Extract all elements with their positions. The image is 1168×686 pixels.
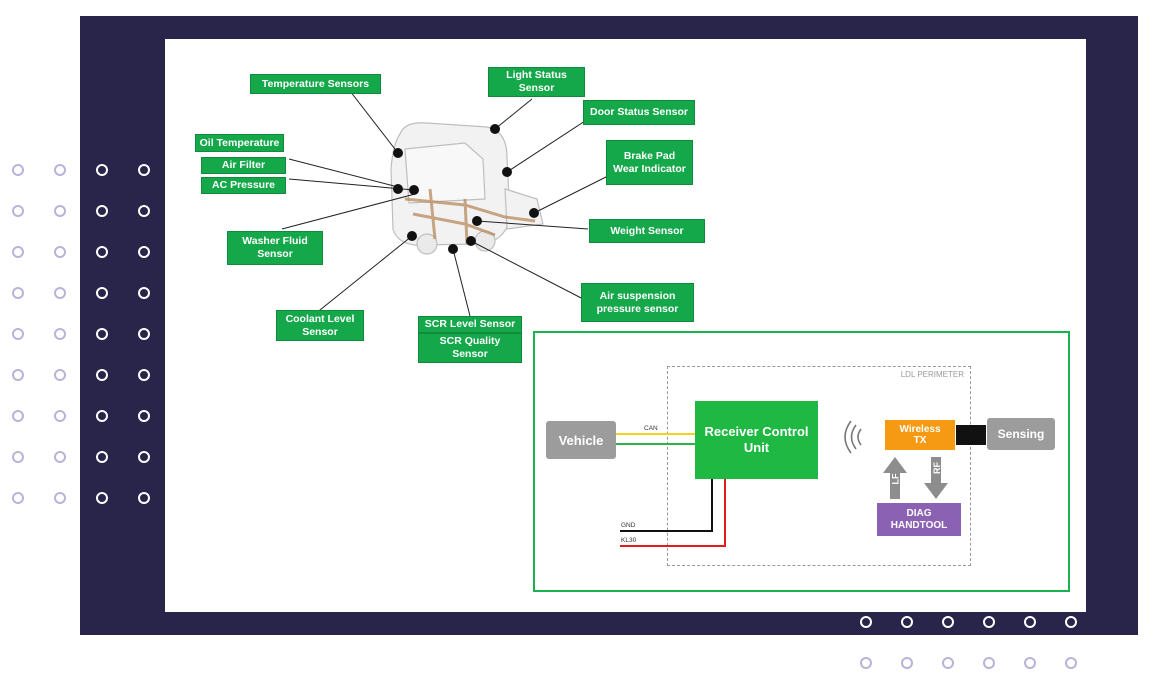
decorative-dot <box>96 328 108 340</box>
decorative-dot <box>138 164 150 176</box>
perimeter-label: LDL PERIMETER <box>900 370 964 379</box>
decorative-dot <box>96 205 108 217</box>
slide-content: Temperature Sensors Light Status Sensor … <box>165 39 1086 612</box>
ldl-perimeter: LDL PERIMETER <box>667 366 971 566</box>
decorative-dot <box>96 246 108 258</box>
diag-handtool: DIAG HANDTOOL <box>877 503 961 536</box>
truck-chassis-icon <box>404 188 536 245</box>
decorative-dot <box>54 246 66 258</box>
decorative-dot <box>12 287 24 299</box>
decorative-dot <box>983 657 995 669</box>
decorative-dot <box>138 246 150 258</box>
decorative-dot <box>96 369 108 381</box>
rf-label: RF <box>932 462 942 474</box>
sensor-points <box>393 124 539 254</box>
vehicle-box: Vehicle <box>546 421 616 459</box>
decorative-dot <box>96 287 108 299</box>
decorative-dot <box>138 369 150 381</box>
label-door-status: Door Status Sensor <box>583 100 695 125</box>
kl30-label: KL30 <box>621 537 637 544</box>
decorative-dot <box>138 451 150 463</box>
decorative-dot <box>54 164 66 176</box>
decorative-dot <box>1065 616 1077 628</box>
decorative-dot <box>860 657 872 669</box>
label-temperature-sensors: Temperature Sensors <box>250 74 381 94</box>
sensing-box: Sensing <box>987 418 1055 450</box>
decorative-dot <box>54 287 66 299</box>
decorative-dot <box>54 410 66 422</box>
label-scr-level: SCR Level Sensor <box>418 316 522 333</box>
decorative-dot <box>12 328 24 340</box>
decorative-dot <box>901 616 913 628</box>
truck-illustration <box>281 90 611 317</box>
wireless-tx: Wireless TX <box>885 420 955 450</box>
decorative-dot <box>12 369 24 381</box>
connector-block <box>956 425 986 445</box>
decorative-dot <box>12 451 24 463</box>
label-scr-quality: SCR Quality Sensor <box>418 333 522 363</box>
ldl-block-diagram: LDL PERIMETER Vehicle CAN Receiver Contr… <box>533 331 1070 592</box>
decorative-dot <box>942 657 954 669</box>
label-light-status: Light Status Sensor <box>488 67 585 97</box>
decorative-dot <box>54 451 66 463</box>
decorative-dot <box>54 369 66 381</box>
decorative-dot <box>1065 657 1077 669</box>
label-weight-sensor: Weight Sensor <box>589 219 705 243</box>
decorative-dot <box>138 205 150 217</box>
label-oil-temperature: Oil Temperature <box>195 134 284 152</box>
lf-arrow-icon <box>883 457 907 499</box>
decorative-dot <box>96 492 108 504</box>
decorative-dot <box>138 287 150 299</box>
decorative-dot <box>54 328 66 340</box>
decorative-dot <box>138 328 150 340</box>
label-air-filter: Air Filter <box>201 157 286 174</box>
decorative-dot <box>1024 657 1036 669</box>
label-washer-fluid: Washer Fluid Sensor <box>227 231 323 265</box>
receiver-control-unit: Receiver Control Unit <box>695 401 818 479</box>
decorative-dot <box>54 492 66 504</box>
label-ac-pressure: AC Pressure <box>201 177 286 194</box>
decorative-dot <box>1024 616 1036 628</box>
decorative-dot <box>96 164 108 176</box>
decorative-dot <box>54 205 66 217</box>
rf-arrow-icon <box>924 457 948 499</box>
decorative-dot <box>12 205 24 217</box>
decorative-dot <box>942 616 954 628</box>
decorative-dot <box>138 410 150 422</box>
decorative-dot <box>860 616 872 628</box>
decorative-dot <box>96 451 108 463</box>
decorative-dot <box>138 492 150 504</box>
label-air-suspension: Air suspension pressure sensor <box>581 283 694 322</box>
decorative-dot <box>901 657 913 669</box>
decorative-dot <box>983 616 995 628</box>
label-coolant-level: Coolant Level Sensor <box>276 310 364 341</box>
can-label: CAN <box>644 425 658 432</box>
label-brake-pad: Brake Pad Wear Indicator <box>606 140 693 185</box>
decorative-dot <box>12 164 24 176</box>
lf-label: LF <box>890 473 901 485</box>
decorative-dot <box>12 410 24 422</box>
decorative-dot <box>12 492 24 504</box>
decorative-dot <box>12 246 24 258</box>
gnd-label: GND <box>621 522 636 529</box>
decorative-dot <box>96 410 108 422</box>
wifi-waves-icon <box>844 420 862 454</box>
diagram-wiring <box>616 420 948 547</box>
